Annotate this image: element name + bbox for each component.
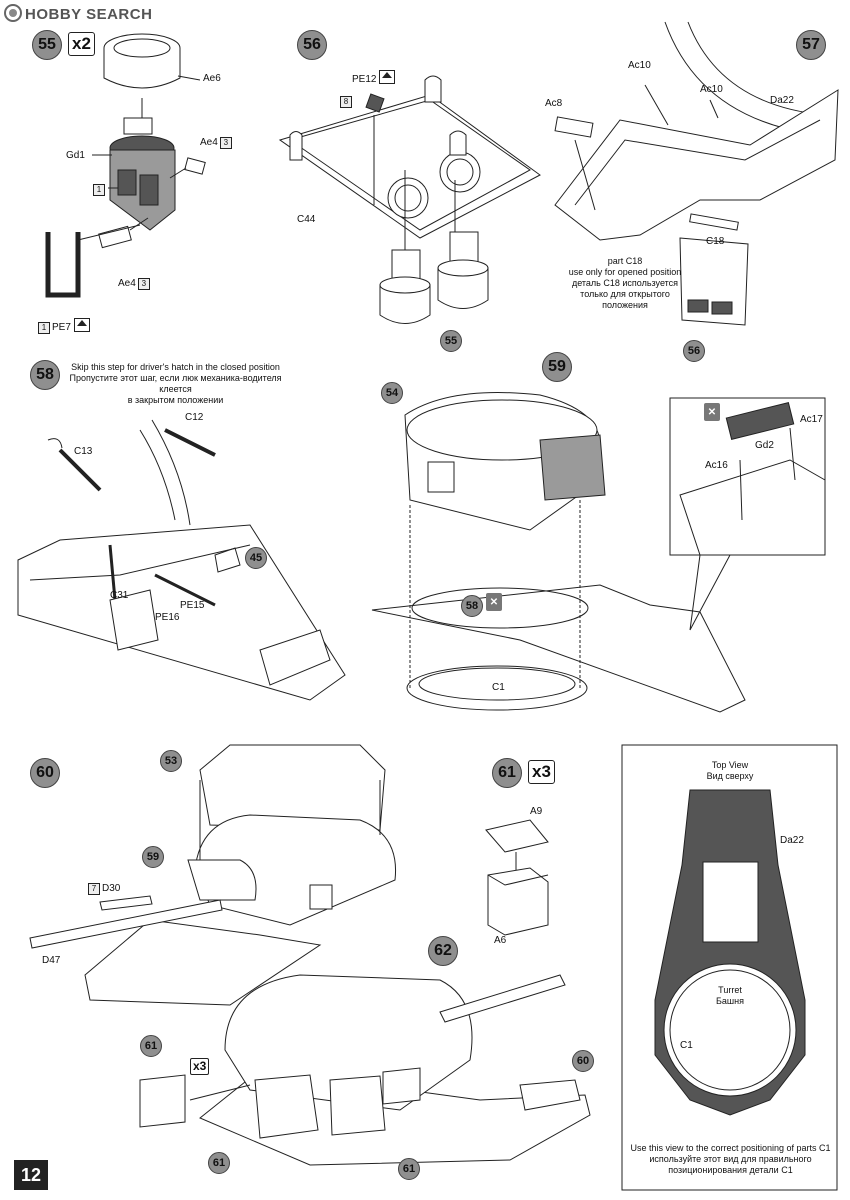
label-pe12: PE12: [352, 70, 396, 85]
label-c18: C18: [706, 236, 725, 247]
label-a6: A6: [494, 935, 507, 946]
label-ac17: Ac17: [800, 414, 823, 425]
step-58-badge: 58: [30, 360, 60, 390]
step60-drawing: [29, 744, 397, 1006]
label-gd1-qty: 1: [93, 184, 107, 196]
step-58-note: Skip this step for driver's hatch in the…: [69, 362, 282, 405]
label-da22-topview: Da22: [780, 835, 804, 846]
step-59-sub-54: 54: [381, 382, 403, 404]
label-a9: A9: [530, 806, 543, 817]
label-ac8: Ac8: [545, 98, 563, 109]
qty-ae4-upper: 3: [219, 137, 232, 149]
top-view-drawing: [621, 744, 838, 1191]
step56-drawing: [278, 75, 541, 324]
step59-drawing: [371, 392, 826, 713]
label-d47: D47: [42, 955, 61, 966]
qty-ae4-lower: 3: [137, 278, 150, 290]
watermark: HOBBY SEARCH: [4, 4, 152, 23]
label-pe16: PE16: [155, 612, 180, 623]
no-glue-icon: ✕: [486, 593, 502, 611]
step-57-sub-56: 56: [683, 340, 705, 362]
no-glue-icon-zoom: ✕: [704, 403, 720, 421]
step62-drawing: [139, 974, 591, 1166]
label-da22: Da22: [770, 95, 794, 106]
top-view-caption: Use this view to the correct positioning…: [630, 1143, 831, 1175]
top-view-title: Top View Вид сверху: [706, 760, 754, 781]
label-c1-topview: C1: [680, 1040, 693, 1051]
label-ac10-left: Ac10: [628, 60, 651, 71]
step-60-sub-53: 53: [160, 750, 182, 772]
step-61-multiplier: x3: [528, 760, 555, 784]
label-c13: C13: [74, 446, 93, 457]
label-ac16: Ac16: [705, 460, 728, 471]
label-pe12-qty: 8: [340, 96, 354, 108]
step-62-sub-61-bottom: 61: [208, 1152, 230, 1174]
label-pe15: PE15: [180, 600, 205, 611]
step-61-badge: 61: [492, 758, 522, 788]
step-62-badge: 62: [428, 936, 458, 966]
label-ae6: Ae6: [203, 73, 221, 84]
label-gd1: Gd1: [66, 150, 85, 161]
label-c12: C12: [185, 412, 204, 423]
step58-drawing: [17, 419, 346, 701]
photo-etch-icon: [379, 70, 396, 84]
label-turret: Turret Башня: [716, 985, 744, 1006]
step57-drawing: [554, 21, 839, 326]
step55-drawing: [45, 33, 206, 298]
step-56-sub-55: 55: [440, 330, 462, 352]
step-62-sub-60: 60: [572, 1050, 594, 1072]
step-62-sub-61-left: 61: [140, 1035, 162, 1057]
step61-drawing: [485, 819, 549, 936]
photo-etch-icon: [73, 318, 90, 332]
step-59-badge: 59: [542, 352, 572, 382]
page-number: 12: [14, 1160, 48, 1190]
step-55-multiplier: x2: [68, 32, 95, 56]
step-57-note: part C18 use only for opened position де…: [568, 256, 682, 310]
label-gd2: Gd2: [755, 440, 774, 451]
step-62-sub-61-right: 61: [398, 1158, 420, 1180]
step-59-sub-58: 58: [461, 595, 483, 617]
step-56-badge: 56: [297, 30, 327, 60]
hobby-search-logo-icon: [4, 4, 22, 22]
step-62-multiplier: x3: [190, 1058, 210, 1075]
label-c31: C31: [110, 590, 129, 601]
label-ac10-right: Ac10: [700, 84, 723, 95]
step-58-sub-45: 45: [245, 547, 267, 569]
step-57-badge: 57: [796, 30, 826, 60]
label-c1: C1: [492, 682, 505, 693]
step-60-sub-59: 59: [142, 846, 164, 868]
label-c44: C44: [297, 214, 316, 225]
step-55-badge: 55: [32, 30, 62, 60]
step-60-badge: 60: [30, 758, 60, 788]
